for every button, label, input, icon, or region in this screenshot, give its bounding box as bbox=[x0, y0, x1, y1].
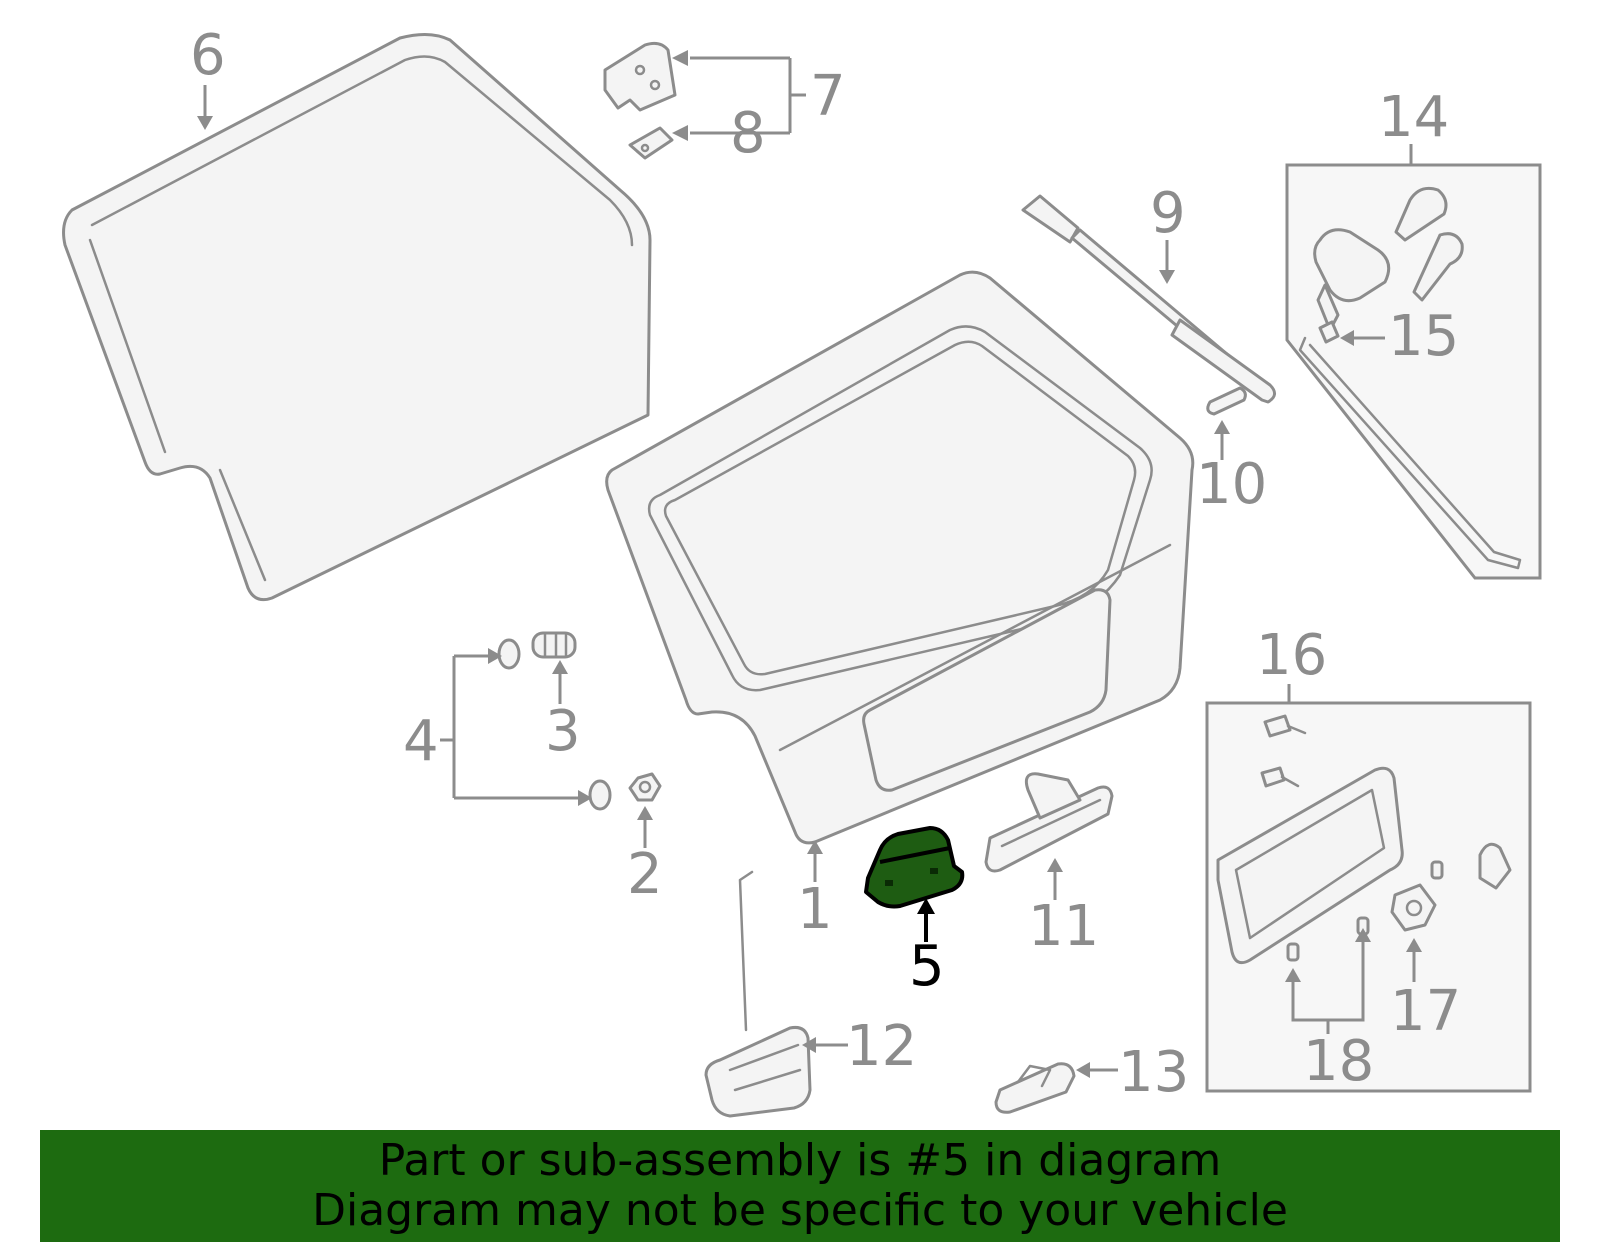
callout-12: 12 bbox=[846, 1014, 917, 1079]
callout-10: 10 bbox=[1196, 452, 1267, 517]
callout-14: 14 bbox=[1378, 85, 1449, 150]
part-18-spacers[interactable] bbox=[1286, 860, 1444, 962]
part-17-clip-nut[interactable] bbox=[1390, 842, 1512, 932]
callout-6: 6 bbox=[190, 23, 226, 88]
callout-1: 1 bbox=[797, 877, 833, 942]
part-5-license-lamp[interactable] bbox=[864, 826, 965, 909]
part-14-lock-cylinder[interactable] bbox=[1313, 186, 1464, 332]
part-9-lift-strut[interactable] bbox=[1021, 194, 1276, 404]
part-2-nut[interactable] bbox=[628, 772, 662, 802]
callout-13: 13 bbox=[1118, 1040, 1189, 1105]
callout-3: 3 bbox=[545, 699, 581, 764]
callout-16: 16 bbox=[1256, 623, 1327, 688]
callout-8: 8 bbox=[730, 101, 766, 166]
banner-line-2: Diagram may not be specific to your vehi… bbox=[312, 1185, 1288, 1236]
callout-5: 5 bbox=[909, 934, 945, 999]
callout-17: 17 bbox=[1390, 979, 1461, 1044]
part-13-striker[interactable] bbox=[994, 1062, 1076, 1114]
part-4-grommets[interactable] bbox=[497, 638, 612, 811]
part-1-liftgate[interactable] bbox=[605, 270, 1195, 845]
callout-4: 4 bbox=[403, 709, 439, 774]
part-6-back-glass[interactable] bbox=[62, 33, 652, 602]
info-banner: Part or sub-assembly is #5 in diagram Di… bbox=[40, 1130, 1560, 1242]
part-12-latch[interactable] bbox=[704, 870, 812, 1118]
callout-9: 9 bbox=[1150, 181, 1186, 246]
callout-11: 11 bbox=[1028, 894, 1099, 959]
callout-labels: 6 7 8 9 14 15 10 16 3 4 2 1 5 11 12 13 1… bbox=[190, 23, 1461, 1105]
part-16-plate-bracket[interactable] bbox=[1216, 714, 1404, 965]
callout-15: 15 bbox=[1388, 304, 1459, 369]
callout-7: 7 bbox=[810, 64, 846, 129]
banner-line-1: Part or sub-assembly is #5 in diagram bbox=[378, 1135, 1222, 1186]
part-8-hinge-bracket[interactable] bbox=[628, 126, 674, 160]
part-3-plug[interactable] bbox=[531, 631, 577, 659]
part-11-handle[interactable] bbox=[984, 772, 1114, 873]
part-15-retainer[interactable] bbox=[1298, 320, 1522, 570]
part-10-bumper[interactable] bbox=[1206, 386, 1247, 416]
callout-18: 18 bbox=[1303, 1029, 1374, 1094]
part-7-hinge[interactable] bbox=[603, 41, 677, 112]
leader-5-highlighted bbox=[917, 898, 935, 942]
callout-2: 2 bbox=[627, 842, 663, 907]
leader-lines bbox=[197, 50, 1422, 1078]
